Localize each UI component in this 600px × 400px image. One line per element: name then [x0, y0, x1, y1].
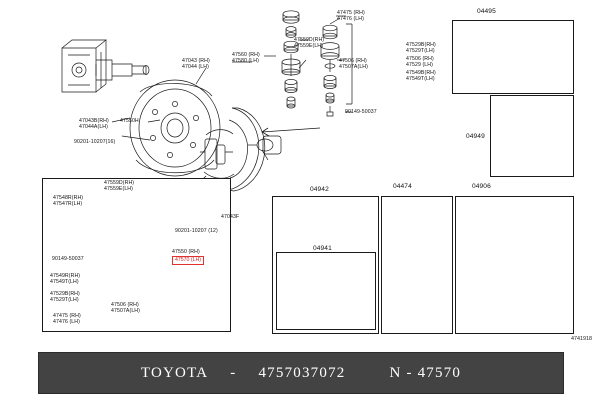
label-47550-rh: 47550 (RH)	[172, 249, 200, 255]
label-04941: 04941	[313, 245, 332, 252]
label-47506-47529-right: 47506 (RH) 47529 (LH)	[406, 56, 434, 68]
label-04942: 04942	[310, 186, 329, 193]
drawing-code: 4741918	[571, 336, 592, 342]
label-47043f: 47043F	[221, 214, 240, 220]
footer-caption: TOYOTA - 4757037072 N - 47570	[141, 365, 461, 382]
label-47529b-47529t-right: 47529B(RH) 47529T(LH)	[406, 42, 436, 54]
label-90201-10207-16: 90201-10207(16)	[74, 139, 116, 145]
footer-dash: -	[230, 364, 237, 381]
label-04474: 04474	[393, 183, 412, 190]
footer-part-number: 4757037072	[258, 364, 346, 381]
diagram-canvas: 47475 (RH) 47476 (LH) 47506 (RH) 47507A(…	[42, 8, 592, 342]
label-47506-47507a-top: 47506 (RH) 47507A(LH)	[339, 58, 368, 70]
panel-04949	[490, 95, 574, 177]
upper-center-exploded-parts	[264, 10, 353, 117]
label-47559d-47559e-bot: 47559D(RH) 47559E(LH)	[104, 180, 135, 192]
footer-bar: TOYOTA - 4757037072 N - 47570	[38, 352, 564, 394]
label-47043b-47044a: 47043B(RH) 47044A(LH)	[79, 118, 109, 130]
footer-suffix: N - 47570	[389, 364, 462, 381]
label-47550h: 47550H	[120, 118, 139, 124]
label-47475-47476-bot: 47475 (RH) 47476 (LH)	[53, 313, 81, 325]
label-47549b-47549t-right: 47549B(RH) 47549T(LH)	[406, 70, 436, 82]
panel-lower-left	[42, 178, 231, 332]
label-47549r-47549t: 47549R(RH) 47549T(LH)	[50, 273, 81, 285]
label-47529b-47529t: 47529B(RH) 47529T(LH)	[50, 291, 80, 303]
axle-housing-illustration	[61, 39, 150, 93]
label-90149-50037-top: 90149-50037	[345, 109, 377, 115]
label-47560-47580: 47560 (RH) 47580 (LH)	[232, 52, 260, 64]
backing-plate-illustration	[129, 79, 221, 177]
label-47506-47507a-bot: 47506 (RH) 47507A(LH)	[111, 302, 140, 314]
highlighted-part-number[interactable]: 47570 (LH)	[172, 256, 204, 265]
label-90149-50037-bot: 90149-50037	[52, 256, 84, 262]
footer-brand: TOYOTA	[140, 364, 209, 381]
label-47559d-47559e-top: 47559D(RH) 47559E(LH)	[294, 37, 325, 49]
label-47475-47476-top: 47475 (RH) 47476 (LH)	[337, 10, 365, 22]
panel-04906	[455, 196, 574, 334]
panel-04474	[381, 196, 453, 334]
label-47043-47044: 47043 (RH) 47044 (LH)	[182, 58, 210, 70]
label-04906: 04906	[472, 183, 491, 190]
label-90201-10207-12: 90201-10207 (12)	[175, 228, 218, 234]
label-47548r-47547r: 47548R(RH) 47547R(LH)	[53, 195, 84, 207]
label-04949: 04949	[466, 133, 485, 140]
label-04495: 04495	[477, 8, 496, 15]
panel-04941	[276, 252, 376, 330]
panel-04495	[452, 20, 574, 94]
